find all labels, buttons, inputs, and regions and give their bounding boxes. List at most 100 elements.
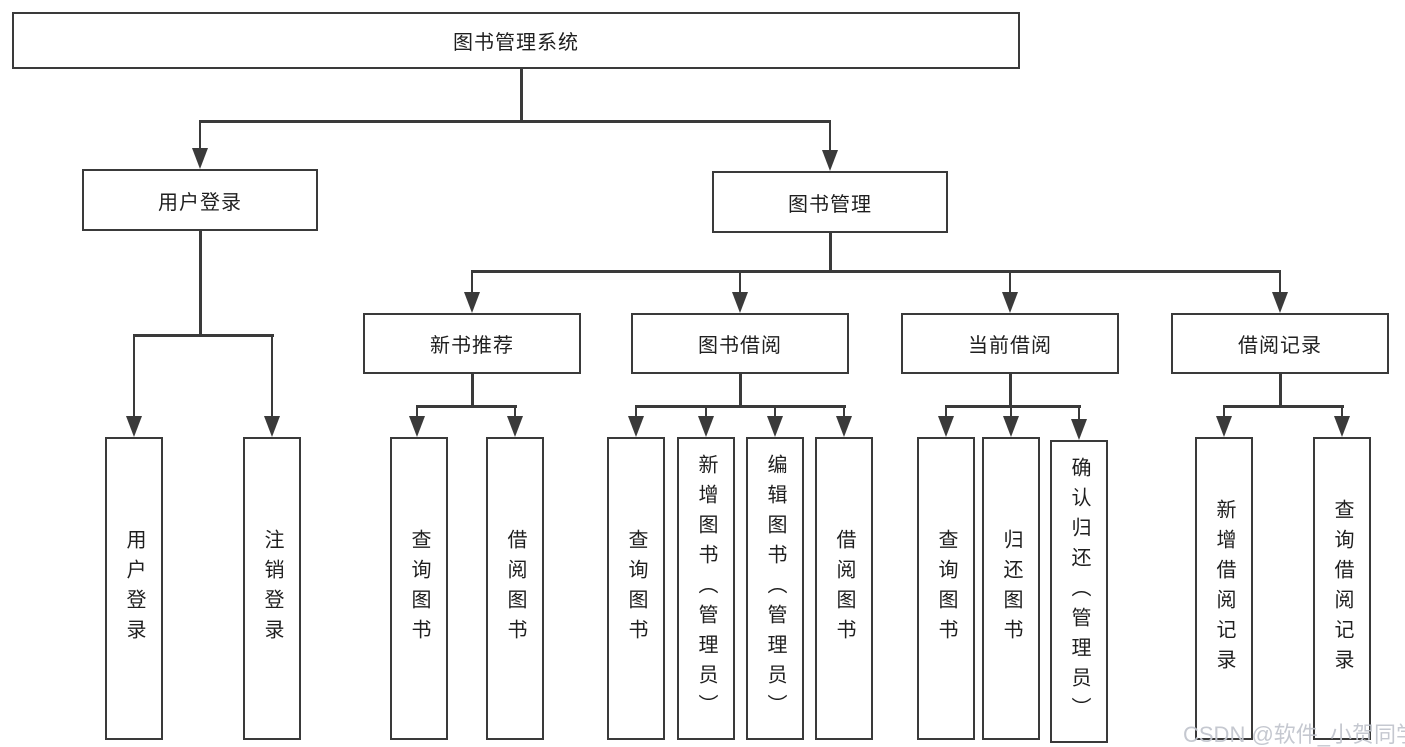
node-label: 用户登录	[158, 191, 242, 214]
leaf-query-borrow-record: 查询借阅记录	[1313, 437, 1371, 740]
node-label: 借阅记录	[1238, 335, 1322, 357]
arrow-shaft	[842, 405, 846, 416]
node-new-book-recommendation: 新书推荐	[363, 313, 581, 374]
arrow-down-icon	[192, 120, 208, 169]
arrow-down-icon	[1216, 405, 1232, 437]
leaf-query-books-recommend: 查询图书	[390, 437, 448, 740]
leaf-logout: 注销登录	[243, 437, 301, 740]
arrow-shaft	[704, 405, 708, 416]
arrow-head-icon	[264, 416, 280, 437]
arrow-down-icon	[507, 405, 523, 437]
arrow-shaft	[198, 120, 202, 148]
arrow-down-icon	[264, 334, 280, 437]
arrow-shaft	[1340, 405, 1344, 416]
arrow-shaft	[828, 120, 832, 150]
arrow-down-icon	[1002, 270, 1018, 313]
connector-records-vline	[1279, 373, 1282, 407]
leaf-label: 新增借阅记录	[1213, 498, 1235, 679]
arrow-shaft	[415, 405, 419, 416]
node-book-management: 图书管理	[712, 171, 948, 233]
node-book-borrowing: 图书借阅	[631, 313, 849, 374]
leaf-label: 用户登录	[123, 528, 145, 649]
connector-current-vline	[1009, 373, 1012, 407]
leaf-label: 注销登录	[261, 528, 283, 649]
leaf-add-borrow-record: 新增借阅记录	[1195, 437, 1253, 740]
node-label: 当前借阅	[968, 335, 1052, 357]
arrow-down-icon	[938, 405, 954, 437]
arrow-head-icon	[507, 416, 523, 437]
arrow-down-icon	[698, 405, 714, 437]
connector-login-vline	[199, 230, 202, 336]
arrow-down-icon	[836, 405, 852, 437]
arrow-shaft	[1278, 270, 1282, 292]
leaf-borrow-books-recommend: 借阅图书	[486, 437, 544, 740]
connector-root-vline	[520, 69, 523, 121]
arrow-shaft	[944, 405, 948, 416]
arrow-head-icon	[698, 416, 714, 437]
leaf-borrow-books: 借阅图书	[815, 437, 873, 740]
arrow-down-icon	[1272, 270, 1288, 313]
connector-mgmt-vline	[829, 232, 832, 272]
arrow-head-icon	[628, 416, 644, 437]
arrow-shaft	[132, 334, 136, 416]
arrow-head-icon	[1071, 419, 1087, 440]
arrow-head-icon	[938, 416, 954, 437]
connector-borrow-hline	[635, 405, 846, 408]
leaf-label: 编辑图书（管理员）	[764, 453, 786, 724]
arrow-head-icon	[409, 416, 425, 437]
arrow-head-icon	[1003, 416, 1019, 437]
arrow-shaft	[1222, 405, 1226, 416]
arrow-head-icon	[732, 292, 748, 313]
leaf-label: 归还图书	[1000, 528, 1022, 649]
leaf-label: 新增图书（管理员）	[695, 453, 717, 724]
arrow-shaft	[270, 334, 274, 416]
node-label: 图书借阅	[698, 335, 782, 357]
arrow-head-icon	[1216, 416, 1232, 437]
leaf-label: 查询图书	[408, 528, 430, 649]
arrow-down-icon	[1071, 405, 1087, 440]
leaf-edit-book-admin: 编辑图书（管理员）	[746, 437, 804, 740]
leaf-label: 查询图书	[625, 528, 647, 649]
leaf-query-books-borrow: 查询图书	[607, 437, 665, 740]
arrow-shaft	[738, 270, 742, 292]
leaf-query-books-current: 查询图书	[917, 437, 975, 740]
node-borrowing-records: 借阅记录	[1171, 313, 1389, 374]
leaf-add-book-admin: 新增图书（管理员）	[677, 437, 735, 740]
watermark: CSDN @软件_小贺同学	[1183, 722, 1405, 747]
leaf-label: 查询图书	[935, 528, 957, 649]
arrow-down-icon	[822, 120, 838, 171]
arrow-down-icon	[1003, 405, 1019, 437]
connector-borrow-vline	[739, 373, 742, 407]
arrow-shaft	[1009, 405, 1013, 416]
arrow-shaft	[513, 405, 517, 416]
arrow-shaft	[1008, 270, 1012, 292]
leaf-label: 借阅图书	[833, 528, 855, 649]
leaf-label: 借阅图书	[504, 528, 526, 649]
arrow-down-icon	[628, 405, 644, 437]
arrow-head-icon	[836, 416, 852, 437]
connector-records-hline	[1223, 405, 1344, 408]
connector-mgmt-hline	[471, 270, 1281, 273]
arrow-head-icon	[1272, 292, 1288, 313]
leaf-label: 查询借阅记录	[1331, 498, 1353, 679]
arrow-head-icon	[822, 150, 838, 171]
arrow-head-icon	[1334, 416, 1350, 437]
arrow-down-icon	[126, 334, 142, 437]
arrow-down-icon	[464, 270, 480, 313]
arrow-shaft	[634, 405, 638, 416]
node-label: 图书管理	[788, 193, 872, 216]
node-label: 新书推荐	[430, 335, 514, 357]
leaf-return-books: 归还图书	[982, 437, 1040, 740]
leaf-confirm-return-admin: 确认归还（管理员）	[1050, 440, 1108, 743]
connector-newbook-vline	[471, 373, 474, 407]
arrow-down-icon	[409, 405, 425, 437]
node-library-management-system: 图书管理系统	[12, 12, 1020, 69]
node-current-borrowing: 当前借阅	[901, 313, 1119, 374]
connector-newbook-hline	[416, 405, 517, 408]
arrow-shaft	[1077, 405, 1081, 419]
arrow-down-icon	[732, 270, 748, 313]
arrow-down-icon	[1334, 405, 1350, 437]
node-label: 图书管理系统	[453, 32, 579, 54]
connector-current-hline	[945, 405, 1081, 408]
